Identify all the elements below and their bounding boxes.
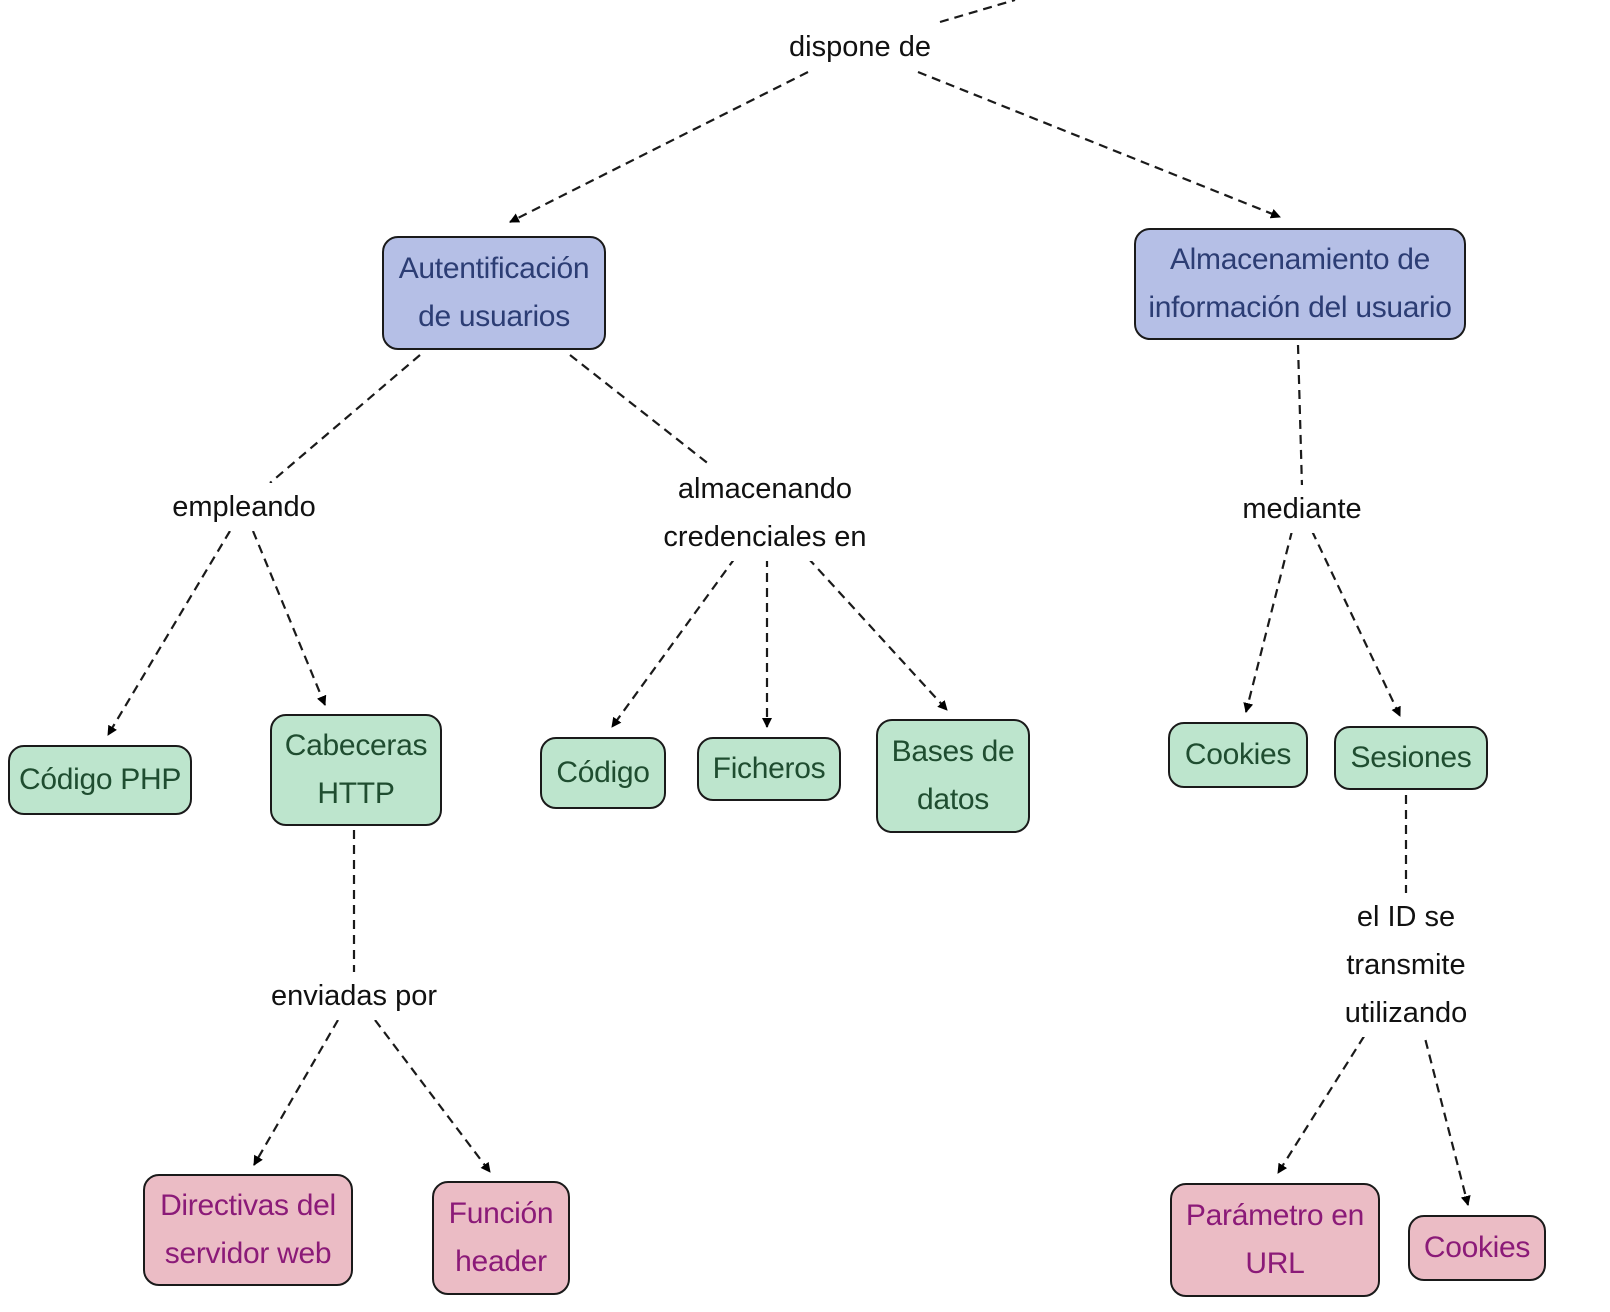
connector-empleando-codigophp [107, 530, 231, 736]
connector-autentificacion-almacenando [569, 354, 711, 466]
connector-mediante-cookies [1243, 530, 1294, 713]
concept-label: Cookies [1184, 738, 1292, 771]
connector-enviadas-funcion [374, 1019, 491, 1173]
concept-almacenamiento-informacion[interactable]: Almacenamiento de información del usuari… [1134, 228, 1466, 340]
concept-label: Bases de datos [891, 735, 1015, 816]
connector-dispone-autentificacion [509, 71, 809, 223]
link-label-dispone-de: dispone de [785, 23, 935, 71]
connector-id-parametro [1277, 1010, 1381, 1174]
concept-cookies-id[interactable]: Cookies [1408, 1215, 1546, 1281]
connector-mediante-sesiones [1311, 530, 1401, 717]
connector-id-cookies2 [1416, 1010, 1471, 1206]
concept-cabeceras-http[interactable]: Cabeceras HTTP [270, 714, 442, 826]
concept-directivas-servidor-web[interactable]: Directivas del servidor web [143, 1174, 353, 1286]
link-label-empleando: empleando [168, 483, 320, 531]
concept-autentificacion-usuarios[interactable]: Autentificación de usuarios [382, 236, 606, 350]
concept-label: Código [556, 756, 650, 789]
link-label-enviadas-por: enviadas por [266, 972, 442, 1020]
concept-label: Código PHP [18, 763, 182, 796]
connector-enviadas-directivas [253, 1019, 339, 1166]
concept-label: Función header [448, 1197, 554, 1278]
concept-label: Directivas del servidor web [160, 1189, 336, 1270]
concept-label: Autentificación de usuarios [398, 252, 590, 333]
connector-empleando-cabeceras [251, 530, 327, 706]
concept-parametro-en-url[interactable]: Parámetro en URL [1170, 1183, 1380, 1297]
concept-bases-de-datos[interactable]: Bases de datos [876, 719, 1030, 833]
concept-sesiones[interactable]: Sesiones [1334, 726, 1488, 790]
link-label-almacenando-credenciales: almacenando credenciales en [659, 465, 871, 561]
concept-cookies[interactable]: Cookies [1168, 722, 1308, 788]
concept-label: Cookies [1423, 1231, 1531, 1264]
link-label-mediante: mediante [1238, 485, 1366, 533]
concept-funcion-header[interactable]: Función header [432, 1181, 570, 1295]
connector-dispone-almacenamiento [917, 70, 1281, 219]
concept-codigo[interactable]: Código [540, 737, 666, 809]
connector-almacenando-bases [807, 557, 948, 711]
concept-label: Parámetro en URL [1185, 1199, 1365, 1280]
connector-almacenamiento-mediante [1296, 344, 1304, 488]
connector-autentificacion-empleando [269, 354, 421, 484]
concept-ficheros[interactable]: Ficheros [697, 737, 841, 801]
link-label-id-transmite: el ID se transmite utilizando [1304, 893, 1508, 1037]
connector-almacenando-codigo [611, 557, 736, 728]
connector-top-incoming [939, 0, 1016, 24]
concept-label: Cabeceras HTTP [284, 729, 428, 810]
concept-label: Ficheros [712, 752, 826, 785]
concept-codigo-php[interactable]: Código PHP [8, 745, 192, 815]
concept-label: Sesiones [1350, 741, 1472, 774]
concept-label: Almacenamiento de información del usuari… [1148, 243, 1452, 324]
